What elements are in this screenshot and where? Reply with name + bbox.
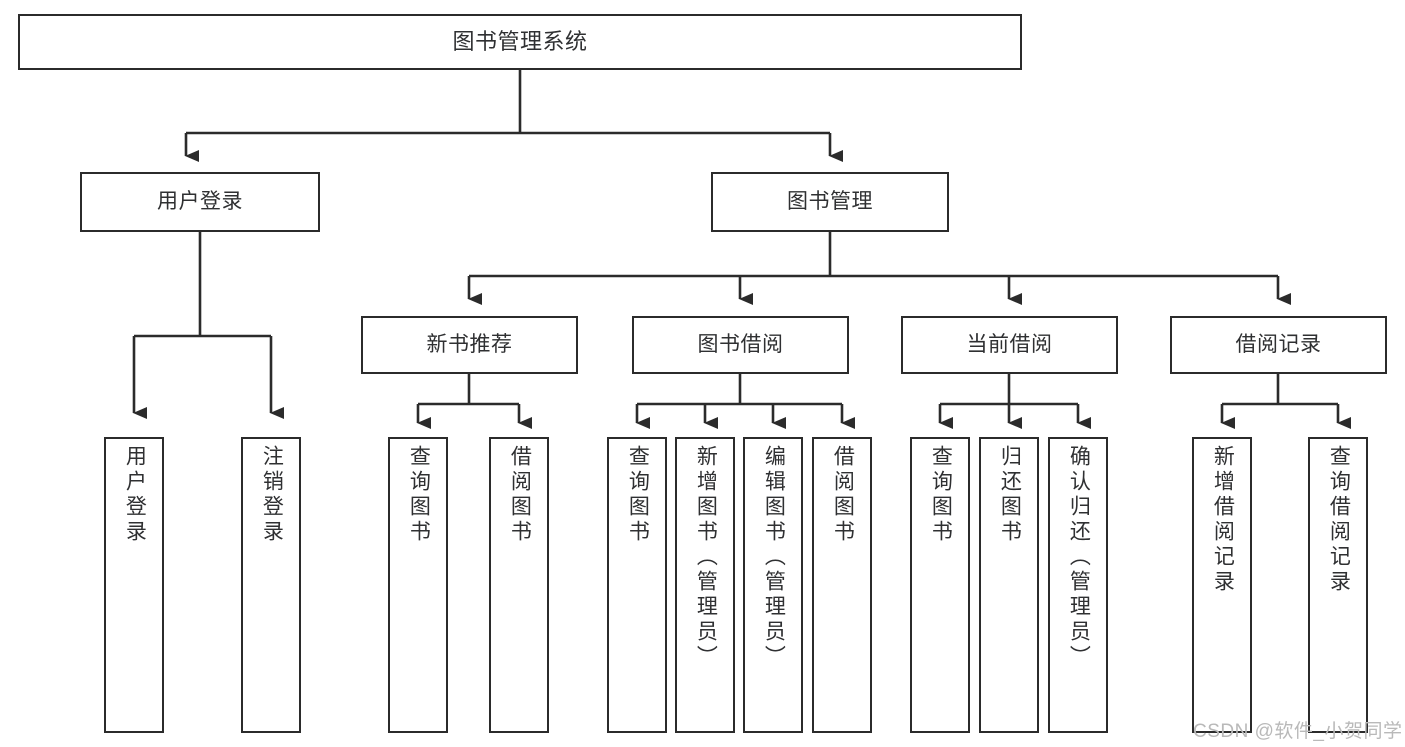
csdn-watermark: CSDN @软件_小贺同学 xyxy=(1193,721,1403,742)
node-leaf-query-book-2[interactable]: 查询图书 xyxy=(607,437,667,733)
node-current-borrow-label: 当前借阅 xyxy=(966,332,1053,356)
node-user-login[interactable]: 用户登录 xyxy=(80,172,320,232)
node-leaf-add-book-label: 新增图书（管理员） xyxy=(694,445,718,670)
node-leaf-confirm-return-label: 确认归还（管理员） xyxy=(1067,445,1091,670)
node-leaf-confirm-return[interactable]: 确认归还（管理员） xyxy=(1048,437,1108,733)
node-user-login-label: 用户登录 xyxy=(157,189,243,213)
node-leaf-logout-label: 注销登录 xyxy=(260,445,284,545)
node-book-management-label: 图书管理 xyxy=(787,189,873,213)
node-book-borrow[interactable]: 图书借阅 xyxy=(632,316,849,374)
node-root-system-label: 图书管理系统 xyxy=(452,29,588,55)
node-leaf-edit-book[interactable]: 编辑图书（管理员） xyxy=(743,437,803,733)
node-borrow-record[interactable]: 借阅记录 xyxy=(1170,316,1387,374)
node-leaf-borrow-book-2-label: 借阅图书 xyxy=(831,445,855,545)
node-new-book-recommend-label: 新书推荐 xyxy=(426,332,513,356)
node-leaf-user-login-label: 用户登录 xyxy=(123,445,147,545)
node-leaf-return-book[interactable]: 归还图书 xyxy=(979,437,1039,733)
node-leaf-add-book[interactable]: 新增图书（管理员） xyxy=(675,437,735,733)
node-leaf-borrow-book-2[interactable]: 借阅图书 xyxy=(812,437,872,733)
node-leaf-query-book-3[interactable]: 查询图书 xyxy=(910,437,970,733)
node-leaf-borrow-book-1-label: 借阅图书 xyxy=(508,445,532,545)
node-leaf-query-book-2-label: 查询图书 xyxy=(626,445,650,545)
node-book-borrow-label: 图书借阅 xyxy=(697,332,784,356)
node-leaf-query-book-3-label: 查询图书 xyxy=(929,445,953,545)
node-leaf-return-book-label: 归还图书 xyxy=(998,445,1022,545)
node-current-borrow[interactable]: 当前借阅 xyxy=(901,316,1118,374)
node-root-system[interactable]: 图书管理系统 xyxy=(18,14,1022,70)
node-new-book-recommend[interactable]: 新书推荐 xyxy=(361,316,578,374)
node-leaf-query-book-1-label: 查询图书 xyxy=(407,445,431,545)
node-leaf-edit-book-label: 编辑图书（管理员） xyxy=(762,445,786,670)
node-book-management[interactable]: 图书管理 xyxy=(711,172,949,232)
node-leaf-add-record-label: 新增借阅记录 xyxy=(1211,445,1235,595)
node-leaf-borrow-book-1[interactable]: 借阅图书 xyxy=(489,437,549,733)
node-leaf-query-record-label: 查询借阅记录 xyxy=(1327,445,1351,595)
node-leaf-query-record[interactable]: 查询借阅记录 xyxy=(1308,437,1368,733)
node-borrow-record-label: 借阅记录 xyxy=(1235,332,1322,356)
node-leaf-query-book-1[interactable]: 查询图书 xyxy=(388,437,448,733)
node-leaf-logout[interactable]: 注销登录 xyxy=(241,437,301,733)
node-leaf-user-login[interactable]: 用户登录 xyxy=(104,437,164,733)
node-leaf-add-record[interactable]: 新增借阅记录 xyxy=(1192,437,1252,733)
